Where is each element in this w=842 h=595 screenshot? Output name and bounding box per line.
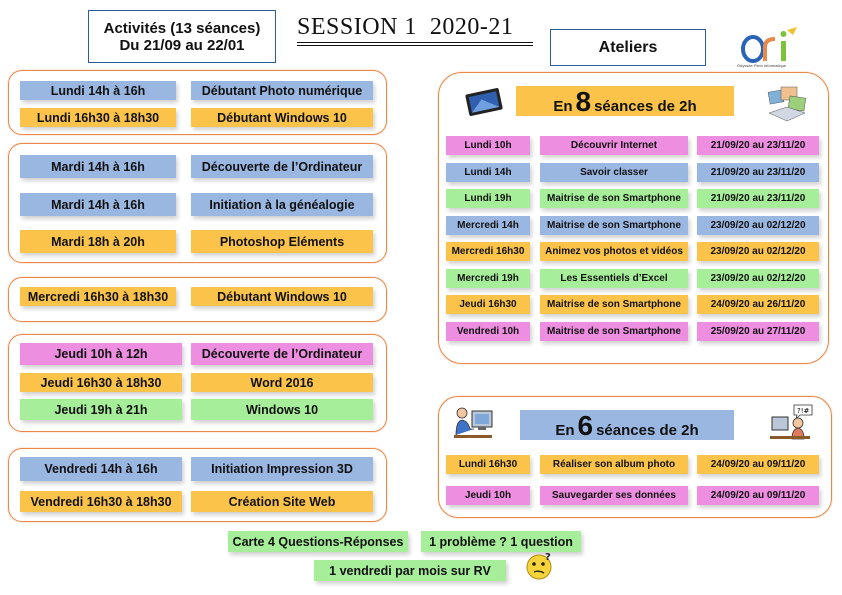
activity-course-label: Débutant Photo numérique <box>191 81 373 100</box>
ateliers-title: Ateliers <box>598 38 658 56</box>
activity-course-label: Initiation à la généalogie <box>191 193 373 216</box>
computer-user-icon <box>452 403 496 446</box>
atelier-day-label: Mercredi 16h30 <box>446 242 530 261</box>
activity-course-label: Photoshop Eléments <box>191 230 373 253</box>
probleme-question-badge: 1 problème ? 1 question <box>421 531 581 552</box>
atelier-dates-label: 24/09/20 au 09/11/20 <box>697 455 819 474</box>
atelier-dates-label: 21/09/20 au 23/11/20 <box>697 162 819 182</box>
logo-text: Odyssée Plein Informatique <box>737 63 787 68</box>
atelier-dates-label: 21/09/20 au 23/11/20 <box>697 189 819 208</box>
atelier-day-label: Lundi 19h <box>446 189 530 208</box>
activity-course-label: Débutant Windows 10 <box>191 287 373 306</box>
atelier-topic-label: Maitrise de son Smartphone <box>540 215 688 235</box>
svg-text:?: ? <box>545 552 551 563</box>
atelier-day-label: Mercredi 19h <box>446 268 530 288</box>
session-underline-2 <box>297 45 533 46</box>
atelier-dates-label: 21/09/20 au 23/11/20 <box>697 136 819 155</box>
activity-day-label: Jeudi 10h à 12h <box>20 343 182 365</box>
photo-album-icon <box>765 83 809 128</box>
activity-day-label: Vendredi 14h à 16h <box>20 457 182 481</box>
activity-course-label: Création Site Web <box>191 491 373 512</box>
carte-questions-badge: Carte 4 Questions-Réponses <box>228 531 408 552</box>
vendredi-rv-badge: 1 vendredi par mois sur RV <box>314 560 506 581</box>
session-underline-1 <box>297 42 533 43</box>
atelier-topic-label: Savoir classer <box>540 162 688 182</box>
activities-title: Activités (13 séances) <box>103 19 261 37</box>
atelier-topic-label: Maitrise de son Smartphone <box>540 295 688 314</box>
atelier-topic-label: Les Essentiels d’Excel <box>540 268 688 288</box>
activity-day-label: Lundi 16h30 à 18h30 <box>20 108 176 127</box>
activity-day-label: Mardi 14h à 16h <box>20 155 176 178</box>
confused-user-icon: ?!# <box>770 403 814 446</box>
atelier-day-label: Jeudi 10h <box>446 486 530 505</box>
thinking-smiley-icon: ? <box>523 551 555 588</box>
activities-dates: Du 21/09 au 22/01 <box>119 36 245 54</box>
atelier-dates-label: 23/09/20 au 02/12/20 <box>697 242 819 261</box>
atelier-dates-label: 25/09/20 au 27/11/20 <box>697 321 819 341</box>
activity-day-label: Vendredi 16h30 à 18h30 <box>20 491 182 512</box>
atelier-day-label: Vendredi 10h <box>446 321 530 341</box>
atelier-dates-label: 24/09/20 au 09/11/20 <box>697 486 819 505</box>
activity-day-label: Mardi 18h à 20h <box>20 230 176 253</box>
activity-course-label: Windows 10 <box>191 399 373 420</box>
ateliers-6-suffix: séances de 2h <box>596 422 699 439</box>
atelier-day-label: Lundi 10h <box>446 136 530 155</box>
atelier-topic-label: Sauvegarder ses données <box>540 486 688 505</box>
ateliers-8-header: En 8 séances de 2h <box>516 86 734 117</box>
atelier-topic-label: Maitrise de son Smartphone <box>540 189 688 208</box>
ateliers-title-box: Ateliers <box>550 29 706 66</box>
tablet-icon <box>464 85 504 124</box>
activities-title-box: Activités (13 séances) Du 21/09 au 22/01 <box>88 10 276 63</box>
atelier-day-label: Mercredi 14h <box>446 215 530 235</box>
activity-course-label: Débutant Windows 10 <box>191 108 373 127</box>
session-text: SESSION 1 2020-21 <box>297 14 514 40</box>
ateliers-8-number: 8 <box>575 86 592 117</box>
activity-course-label: Découverte de l’Ordinateur <box>191 155 373 178</box>
ateliers-8-suffix: séances de 2h <box>594 98 697 115</box>
activity-day-label: Mardi 14h à 16h <box>20 193 176 216</box>
activity-day-label: Lundi 14h à 16h <box>20 81 176 100</box>
activity-course-label: Découverte de l’Ordinateur <box>191 343 373 365</box>
activity-day-label: Jeudi 19h à 21h <box>20 399 182 420</box>
atelier-dates-label: 23/09/20 au 02/12/20 <box>697 215 819 235</box>
svg-text:?!#: ?!# <box>797 407 810 415</box>
atelier-day-label: Jeudi 16h30 <box>446 295 530 314</box>
atelier-day-label: Lundi 14h <box>446 162 530 182</box>
atelier-topic-label: Animez vos photos et vidéos <box>540 242 688 261</box>
logo-icon: Odyssée Plein Informatique <box>735 25 805 70</box>
activity-course-label: Initiation Impression 3D <box>191 457 373 481</box>
atelier-day-label: Lundi 16h30 <box>446 455 530 474</box>
ateliers-6-header: En 6 séances de 2h <box>520 410 734 441</box>
atelier-topic-label: Maitrise de son Smartphone <box>540 321 688 341</box>
ateliers-6-prefix: En <box>555 422 575 439</box>
ateliers-8-prefix: En <box>553 98 573 115</box>
atelier-topic-label: Découvrir Internet <box>540 136 688 155</box>
session-title: SESSION 1 2020-21 <box>297 14 533 46</box>
atelier-dates-label: 24/09/20 au 26/11/20 <box>697 295 819 314</box>
activity-day-label: Mercredi 16h30 à 18h30 <box>20 287 176 306</box>
activity-day-label: Jeudi 16h30 à 18h30 <box>20 373 182 392</box>
atelier-topic-label: Réaliser son album photo <box>540 455 688 474</box>
atelier-dates-label: 23/09/20 au 02/12/20 <box>697 268 819 288</box>
activity-course-label: Word 2016 <box>191 373 373 392</box>
ateliers-6-number: 6 <box>577 410 594 441</box>
